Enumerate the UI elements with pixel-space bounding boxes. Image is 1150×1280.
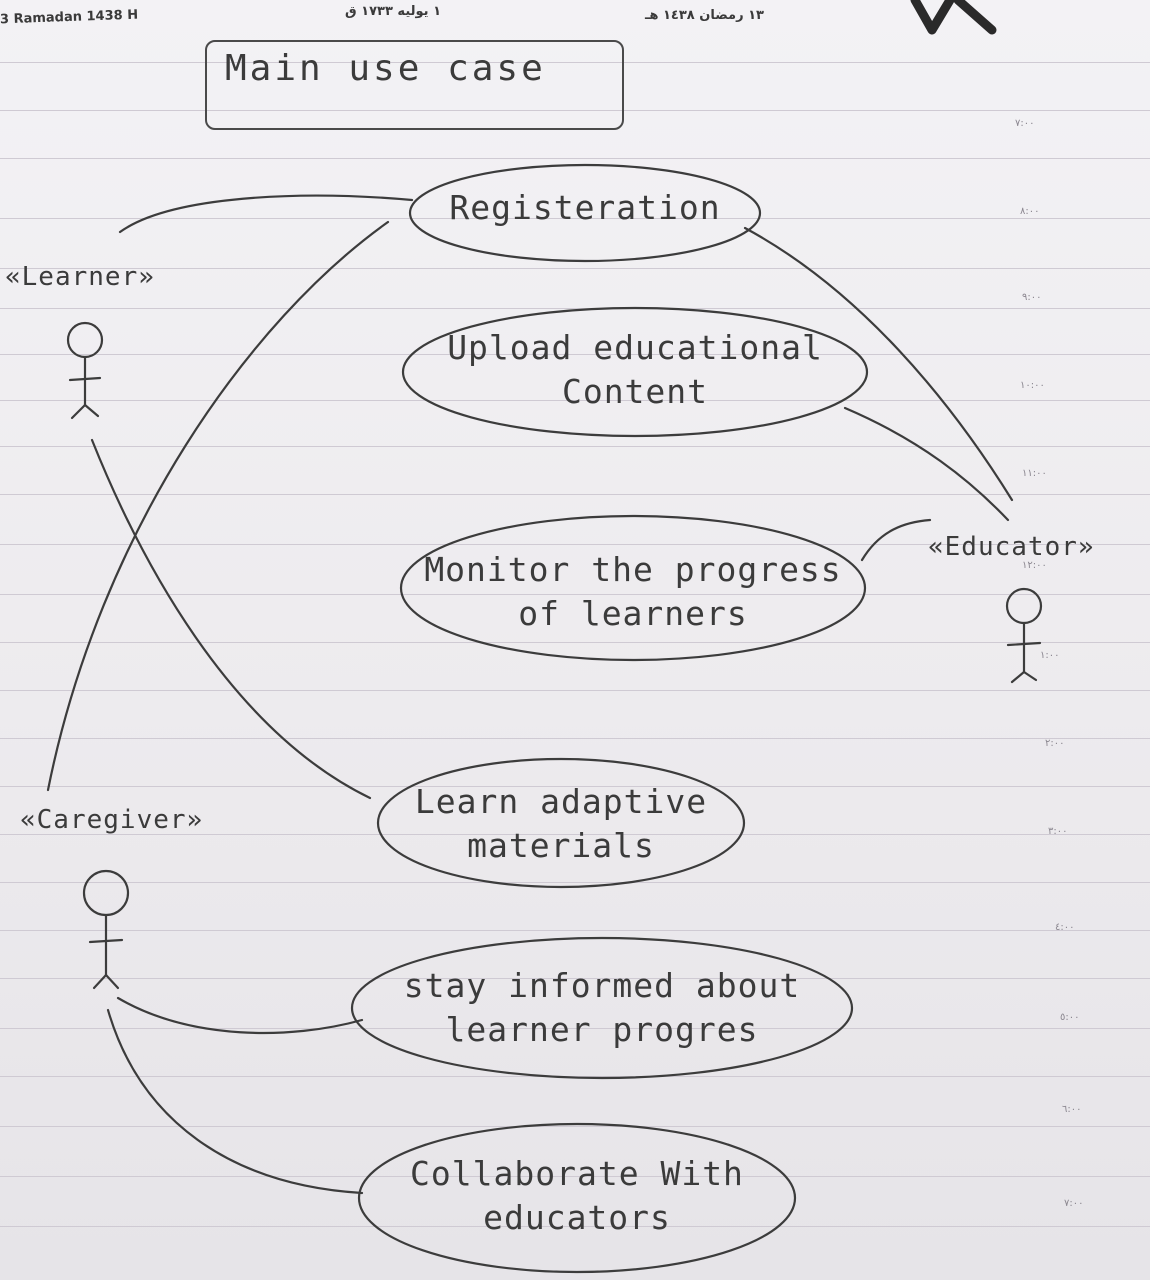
usecase-upload-line2: Content [561, 372, 709, 411]
usecase-ellipse-registration [408, 163, 762, 263]
ruled-line [0, 494, 1150, 495]
usecase-ellipse-learn [376, 757, 746, 889]
diagram-title-box [205, 40, 624, 130]
ruled-line [0, 690, 1150, 691]
usecase-stay-label: stay informed about learner progres [352, 964, 852, 1052]
usecase-collab-line1: Collaborate With [410, 1154, 744, 1193]
assoc-learner-registration [118, 194, 414, 234]
ruled-line [0, 882, 1150, 883]
usecase-learn-line1: Learn adaptive [414, 782, 708, 821]
assoc-caregiver-collab [106, 1008, 364, 1195]
margin-time: ٣:٠٠ [1048, 826, 1068, 837]
margin-time: ٢:٠٠ [1045, 738, 1065, 749]
margin-time: ١٠:٠٠ [1020, 380, 1045, 391]
usecase-collab-label: Collaborate With educators [359, 1152, 795, 1240]
ruled-line [0, 786, 1150, 787]
learner-stick-figure [66, 321, 104, 420]
ruled-line [0, 218, 1150, 219]
ruled-line [0, 354, 1150, 355]
ruled-line [0, 738, 1150, 739]
usecase-learn-label: Learn adaptive materials [378, 780, 744, 868]
usecase-learn-line2: materials [467, 826, 655, 865]
arabic-date-1: ١ يوليه ١٧٣٣ ق [345, 4, 441, 19]
ruled-line [0, 1076, 1150, 1077]
assoc-educator-monitor [860, 518, 932, 562]
diagram-title: Main use case [225, 48, 546, 89]
ruled-line [0, 158, 1150, 159]
usecase-collab-line2: educators [483, 1198, 671, 1237]
ruled-line [0, 1226, 1150, 1227]
assoc-learner-learn [90, 438, 372, 800]
assoc-educator-upload [843, 406, 1010, 522]
usecase-ellipse-collab [357, 1122, 797, 1274]
ruled-line [0, 1126, 1150, 1127]
usecase-monitor-line1: Monitor the progress [424, 550, 842, 589]
margin-time: ١١:٠٠ [1022, 468, 1047, 479]
margin-time: ١٢:٠٠ [1022, 560, 1047, 571]
usecase-upload-label: Upload educational Content [403, 326, 867, 414]
usecase-stay-line2: learner progres [445, 1010, 759, 1049]
caregiver-stick-figure [82, 869, 130, 990]
assoc-caregiver-registration [46, 220, 390, 792]
margin-time: ٧:٠٠ [1064, 1198, 1084, 1209]
ruled-line [0, 642, 1150, 643]
usecase-ellipse-monitor [399, 514, 867, 662]
usecase-upload-line1: Upload educational [447, 328, 823, 367]
ruled-line [0, 308, 1150, 309]
assoc-educator-registration [743, 226, 1014, 502]
corner-mark [910, 0, 997, 35]
ruled-line [0, 834, 1150, 835]
learner-actor-label: «Learner» [5, 262, 155, 292]
margin-time: ٨:٠٠ [1020, 206, 1040, 217]
margin-time: ٥:٠٠ [1060, 1012, 1080, 1023]
usecase-ellipse-stay [350, 936, 854, 1080]
ruled-line [0, 1028, 1150, 1029]
margin-time: ١:٠٠ [1040, 650, 1060, 661]
usecase-stay-line1: stay informed about [403, 966, 801, 1005]
usecase-monitor-line2: of learners [518, 594, 748, 633]
usecase-ellipse-upload [401, 306, 869, 438]
usecase-registration-label: Registeration [410, 186, 760, 230]
ruled-line [0, 110, 1150, 111]
ruled-line [0, 930, 1150, 931]
ruled-line [0, 268, 1150, 269]
ruled-line [0, 446, 1150, 447]
ruled-line [0, 978, 1150, 979]
margin-time: ٤:٠٠ [1055, 922, 1075, 933]
ruled-line [0, 400, 1150, 401]
ruled-line [0, 544, 1150, 545]
usecase-registration-line1: Registeration [449, 188, 721, 227]
ruled-line [0, 1176, 1150, 1177]
educator-stick-figure [1005, 587, 1043, 684]
arabic-date-2: ١٣ رمضان ١٤٣٨ هـ [645, 8, 764, 23]
caregiver-actor-label: «Caregiver» [20, 805, 204, 835]
educator-actor-label: «Educator» [928, 532, 1095, 562]
margin-time: ٦:٠٠ [1062, 1104, 1082, 1115]
usecase-monitor-label: Monitor the progress of learners [401, 548, 865, 636]
margin-time: ٧:٠٠ [1015, 118, 1035, 129]
ruled-line [0, 62, 1150, 63]
assoc-caregiver-stay [116, 996, 364, 1035]
margin-time: ٩:٠٠ [1022, 292, 1042, 303]
ruled-line [0, 594, 1150, 595]
